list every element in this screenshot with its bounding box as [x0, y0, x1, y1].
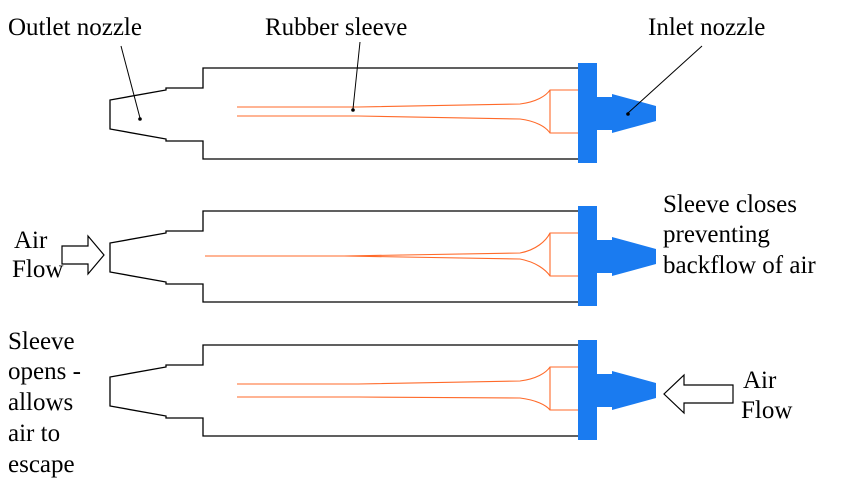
- rubber-sleeve: [237, 89, 578, 134]
- inlet-nozzle-leader-dot: [626, 112, 630, 116]
- sleeve-opens-label-line-4: air to: [8, 420, 60, 447]
- rubber-sleeve-leader-dot: [351, 108, 355, 112]
- air-flow-right-label-line-2: Flow: [741, 397, 792, 424]
- sleeve-opens-label-line-3: allows: [8, 389, 73, 416]
- outlet-nozzle-leader: [120, 45, 141, 119]
- inlet-cap: [578, 340, 656, 440]
- rubber-sleeve-label: Rubber sleeve: [265, 14, 407, 41]
- valve-labeled-view: [109, 63, 656, 163]
- sleeve-opens-label-line-1: Sleeve: [8, 328, 75, 355]
- air-flow-right-arrow: [663, 373, 734, 415]
- sleeve-closes-label-line-1: Sleeve closes: [663, 191, 797, 218]
- air-flow-left-label-line-2: Flow: [12, 256, 63, 283]
- sleeve-closes-label-line-3: backflow of air: [663, 252, 816, 279]
- inlet-nozzle-label: Inlet nozzle: [648, 14, 765, 41]
- inlet-cap: [578, 63, 656, 163]
- sleeve-closes-label-line-2: preventing: [663, 221, 770, 248]
- valve-closed-view: [109, 206, 656, 306]
- inlet-cap-flange: [578, 63, 597, 163]
- rubber-sleeve-leader: [352, 41, 361, 110]
- inlet-nozzle-arrow: [597, 371, 656, 410]
- sleeve-opens-label-line-2: opens -: [8, 358, 81, 385]
- inlet-nozzle-arrow: [597, 237, 656, 276]
- valve-body-outline: [109, 210, 578, 303]
- rubber-sleeve: [205, 232, 578, 277]
- air-flow-right-label-line-1: Air: [743, 367, 777, 394]
- air-flow-left-label-line-1: Air: [14, 227, 48, 254]
- outlet-nozzle-label: Outlet nozzle: [8, 14, 142, 41]
- inlet-nozzle-leader: [627, 45, 703, 114]
- air-flow-left-arrow: [61, 234, 105, 276]
- inlet-cap-flange: [578, 206, 597, 306]
- rubber-sleeve: [237, 366, 578, 411]
- valve-body-outline: [109, 67, 578, 160]
- outlet-nozzle-leader-dot: [138, 117, 142, 121]
- valve-body-outline: [109, 344, 578, 437]
- valve-open-view: [109, 340, 656, 440]
- inlet-cap-flange: [578, 340, 597, 440]
- inlet-cap: [578, 206, 656, 306]
- sleeve-opens-label-line-5: escape: [8, 451, 75, 478]
